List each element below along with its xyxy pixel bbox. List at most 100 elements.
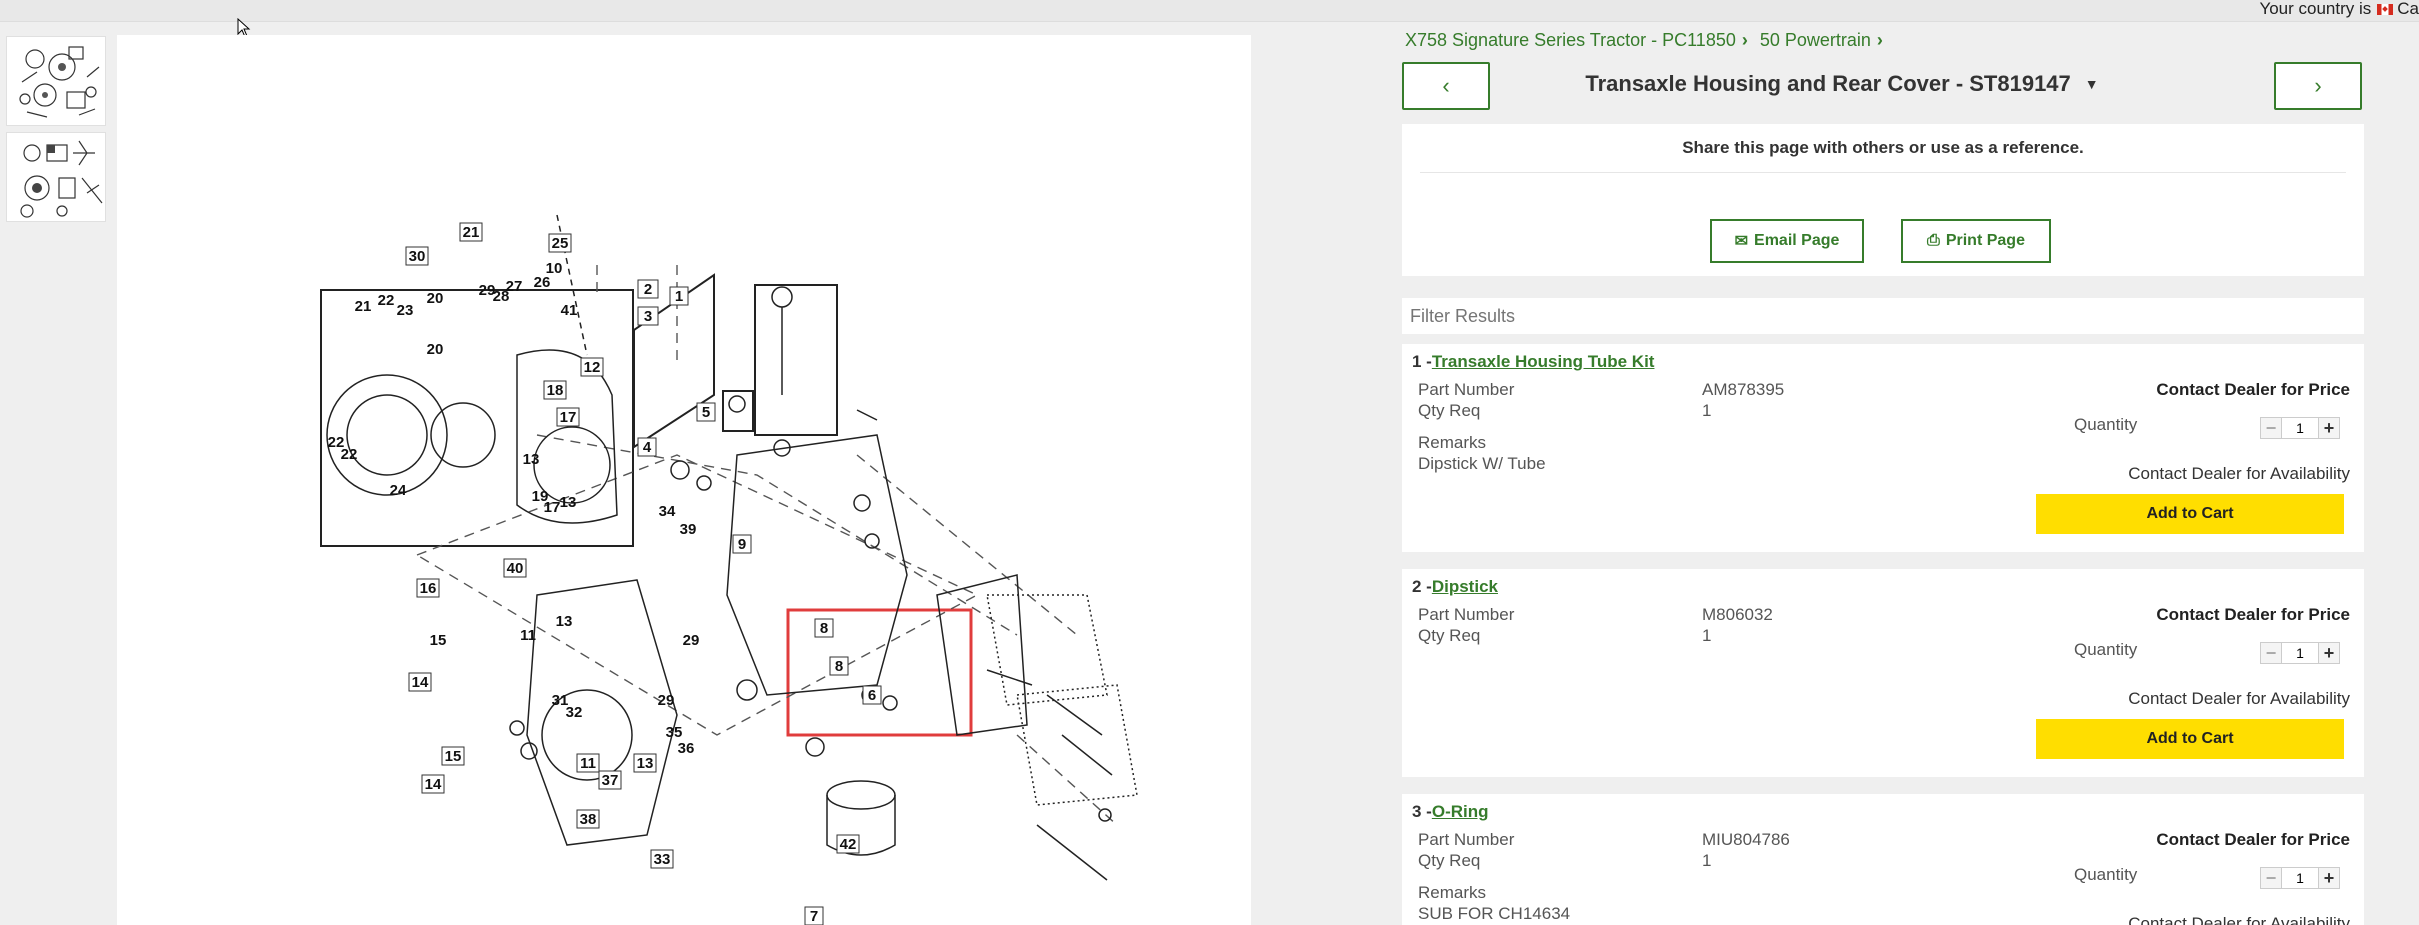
qty-req-value: 1 — [1702, 626, 1712, 645]
svg-text:29: 29 — [683, 632, 700, 649]
parts-panel: X758 Signature Series Tractor - PC11850›… — [1402, 22, 2364, 925]
quantity-stepper: − + — [2260, 866, 2344, 890]
chevron-right-icon: › — [1876, 30, 1883, 50]
page-title-text: Transaxle Housing and Rear Cover - ST819… — [1585, 71, 2071, 96]
part-number-label: Part Number — [1418, 380, 1515, 399]
diagram-thumbnail-2[interactable] — [6, 132, 106, 222]
svg-text:17: 17 — [544, 499, 561, 516]
filter-results-input[interactable] — [1402, 298, 2364, 334]
svg-text:10: 10 — [546, 260, 563, 277]
svg-text:8: 8 — [835, 658, 843, 675]
print-page-label: Print Page — [1945, 232, 2025, 249]
parts-diagram-thumbnail-icon — [19, 46, 100, 118]
svg-text:21: 21 — [463, 224, 480, 241]
print-page-button[interactable]: ⎙Print Page — [1901, 219, 2051, 263]
svg-text:7: 7 — [810, 908, 818, 925]
svg-text:22: 22 — [378, 292, 395, 309]
email-page-button[interactable]: ✉Email Page — [1710, 219, 1864, 263]
canada-flag-icon — [2377, 4, 2394, 15]
svg-text:15: 15 — [430, 632, 447, 649]
breadcrumb-section[interactable]: 50 Powertrain — [1759, 30, 1871, 50]
svg-text:22: 22 — [341, 446, 358, 463]
availability-text: Contact Dealer for Availability — [2128, 464, 2350, 483]
quantity-input[interactable] — [2282, 417, 2318, 439]
svg-text:39: 39 — [680, 521, 697, 538]
chevron-down-icon: ▼ — [2084, 76, 2099, 92]
highlight-box — [786, 608, 973, 737]
quantity-label: Quantity — [2074, 865, 2138, 884]
svg-text:41: 41 — [561, 302, 578, 319]
part-name-link[interactable]: O-Ring — [1431, 802, 1489, 821]
next-page-button[interactable]: › — [2274, 62, 2362, 110]
part-index: 1 - — [1412, 352, 1432, 371]
thumbnail-strip — [0, 22, 115, 925]
remarks-label: Remarks — [1418, 883, 1487, 902]
availability-text: Contact Dealer for Availability — [2128, 914, 2350, 925]
svg-text:29: 29 — [658, 692, 675, 709]
svg-text:15: 15 — [445, 748, 462, 765]
breadcrumb: X758 Signature Series Tractor - PC11850›… — [1405, 30, 1895, 52]
quantity-stepper: − + — [2260, 641, 2344, 665]
svg-text:32: 32 — [566, 704, 583, 721]
price-text: Contact Dealer for Price — [2156, 380, 2350, 399]
svg-text:29: 29 — [479, 282, 496, 299]
minus-icon[interactable]: − — [2260, 417, 2282, 439]
chevron-left-icon: ‹ — [1442, 73, 1450, 98]
svg-text:30: 30 — [409, 248, 426, 265]
svg-text:8: 8 — [820, 620, 828, 637]
parts-diagram-thumbnail-icon — [20, 140, 103, 218]
svg-text:34: 34 — [659, 503, 676, 520]
diagram-thumbnail-1[interactable] — [6, 36, 106, 126]
part-name-link[interactable]: Transaxle Housing Tube Kit — [1431, 352, 1655, 371]
minus-icon[interactable]: − — [2260, 867, 2282, 889]
part-title: 2 -Dipstick — [1412, 577, 1498, 597]
plus-icon[interactable]: + — [2318, 642, 2340, 664]
svg-text:42: 42 — [840, 836, 857, 853]
qty-req-value: 1 — [1702, 851, 1712, 870]
svg-text:36: 36 — [678, 740, 695, 757]
qty-req-label: Qty Req — [1418, 851, 1481, 870]
part-number-value: MIU804786 — [1702, 830, 1790, 849]
qty-req-label: Qty Req — [1418, 401, 1481, 420]
part-name-link[interactable]: Dipstick — [1431, 577, 1498, 596]
qty-req-label: Qty Req — [1418, 626, 1481, 645]
plus-icon[interactable]: + — [2318, 867, 2340, 889]
remarks-label: Remarks — [1418, 433, 1487, 452]
previous-page-button[interactable]: ‹ — [1402, 62, 1490, 110]
chevron-right-icon: › — [1741, 30, 1748, 50]
add-to-cart-button[interactable]: Add to Cart — [2036, 494, 2344, 534]
page-title[interactable]: Transaxle Housing and Rear Cover - ST819… — [1522, 64, 2162, 104]
part-item-3: 3 -O-Ring Part Number MIU804786 Qty Req … — [1402, 794, 2364, 925]
plus-icon[interactable]: + — [2318, 417, 2340, 439]
quantity-label: Quantity — [2074, 640, 2138, 659]
breadcrumb-model[interactable]: X758 Signature Series Tractor - PC11850 — [1405, 30, 1736, 50]
part-index: 2 - — [1412, 577, 1432, 596]
svg-text:31: 31 — [552, 692, 569, 709]
envelope-icon: ✉ — [1734, 233, 1749, 250]
price-text: Contact Dealer for Price — [2156, 605, 2350, 624]
availability-text: Contact Dealer for Availability — [2128, 689, 2350, 708]
part-number-label: Part Number — [1418, 605, 1515, 624]
quantity-input[interactable] — [2282, 867, 2318, 889]
svg-text:33: 33 — [654, 851, 671, 868]
svg-text:12: 12 — [584, 359, 601, 376]
svg-text:38: 38 — [580, 811, 597, 828]
svg-text:17: 17 — [560, 409, 577, 426]
add-to-cart-button[interactable]: Add to Cart — [2036, 719, 2344, 759]
svg-text:13: 13 — [637, 755, 654, 772]
part-number-label: Part Number — [1418, 830, 1515, 849]
share-panel: Share this page with others or use as a … — [1402, 124, 2364, 276]
part-title: 3 -O-Ring — [1412, 802, 1489, 822]
svg-text:18: 18 — [547, 382, 564, 399]
part-item-2: 2 -Dipstick Part Number M806032 Qty Req … — [1402, 569, 2364, 777]
minus-icon[interactable]: − — [2260, 642, 2282, 664]
svg-text:9: 9 — [738, 536, 746, 553]
svg-text:24: 24 — [390, 482, 407, 499]
svg-text:3: 3 — [644, 308, 652, 325]
share-text: Share this page with others or use as a … — [1682, 138, 2084, 157]
quantity-input[interactable] — [2282, 642, 2318, 664]
svg-text:25: 25 — [552, 235, 569, 252]
